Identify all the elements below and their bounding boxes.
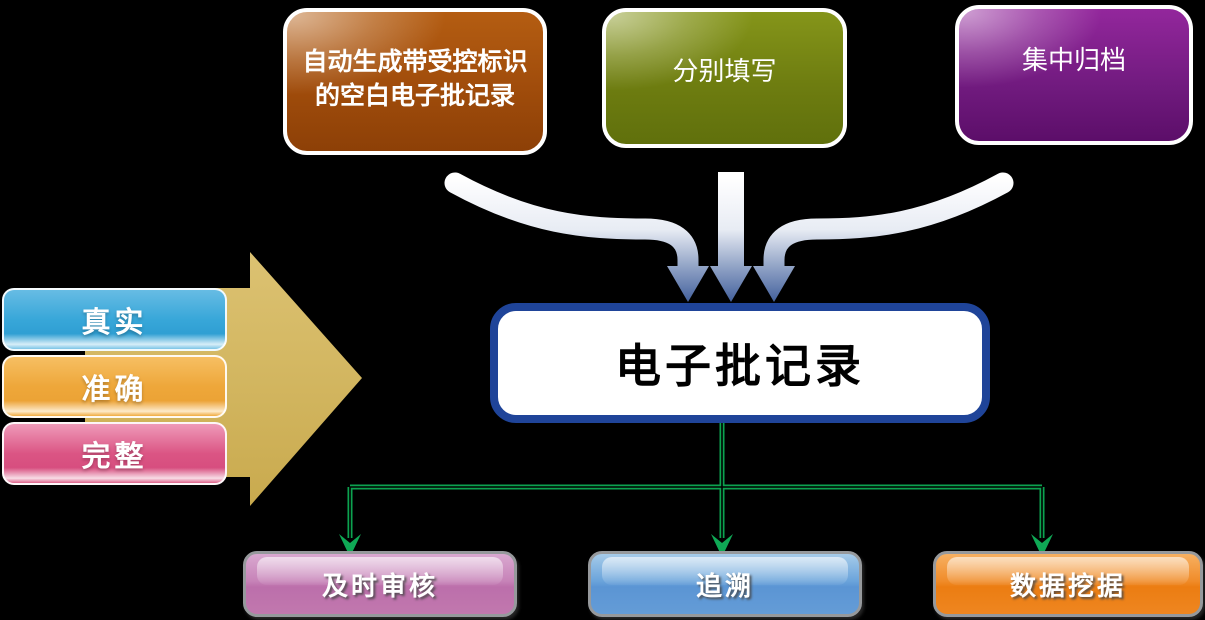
branch-connector-inner <box>349 420 1043 538</box>
node-label: 分别填写 <box>672 56 777 87</box>
branch-arrowhead-right <box>1031 534 1053 557</box>
center-box-label: 电子批记录 <box>615 339 865 393</box>
node-fill-separately: 分别填写 <box>602 8 847 148</box>
quality-bar-accurate: 准确 <box>2 355 227 418</box>
node-timely-review: 及时审核 <box>243 551 517 617</box>
branch-connector <box>347 420 1045 538</box>
bar-label: 准确 <box>81 371 148 406</box>
node-electronic-batch-record: 电子批记录 <box>490 303 990 423</box>
node-label: 集中归档 <box>1021 45 1126 76</box>
node-centralized-archive: 集中归档 <box>955 5 1193 145</box>
node-data-mining: 数据挖据 <box>933 551 1203 617</box>
branch-arrowhead-left <box>339 534 361 557</box>
converge-arrow-left <box>444 172 699 279</box>
converge-arrowhead-right <box>753 266 795 302</box>
converge-arrowhead-center <box>710 266 752 302</box>
converge-arrowhead-left <box>667 266 709 302</box>
converge-arrow-right <box>763 172 1014 279</box>
bar-label: 完整 <box>81 438 148 473</box>
node-label: 追溯 <box>695 571 754 602</box>
node-auto-generate-record: 自动生成带受控标识 的空白电子批记录 <box>283 8 547 155</box>
quality-bar-complete: 完整 <box>2 422 227 485</box>
node-label: 数据挖据 <box>1009 571 1126 602</box>
node-label: 及时审核 <box>321 571 438 602</box>
node-label: 自动生成带受控标识 的空白电子批记录 <box>302 46 528 110</box>
quality-bar-true: 真实 <box>2 288 227 351</box>
bar-label: 真实 <box>81 304 148 339</box>
node-traceability: 追溯 <box>588 551 862 617</box>
branch-arrowhead-center <box>711 534 733 557</box>
